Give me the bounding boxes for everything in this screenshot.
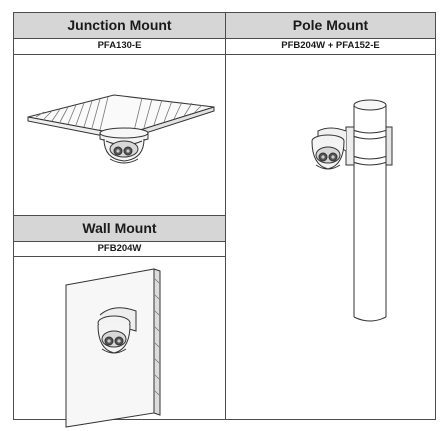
wall-mount-title: Wall Mount [14,216,225,241]
pole-mount-camera-icon [226,55,435,419]
wall-subheader-divider [14,256,225,257]
ceiling-junction-mount-camera-icon [14,55,225,215]
junction-mount-model: PFA130-E [97,40,142,51]
wall-mount-model: PFB204W [97,243,142,254]
header-divider [14,38,435,39]
wall-header-bottom-divider [14,241,225,242]
wall-header-top-divider [14,215,225,216]
mount-options-table: Junction Mount PFA130-E Pole Mount PFB20… [13,12,436,420]
wall-mount-camera-icon [14,257,225,419]
column-divider [225,13,226,419]
pole-mount-title: Pole Mount [226,13,435,38]
junction-mount-title: Junction Mount [14,13,225,38]
pole-mount-model: PFB204W + PFA152-E [281,40,380,51]
subheader-divider [14,54,435,55]
